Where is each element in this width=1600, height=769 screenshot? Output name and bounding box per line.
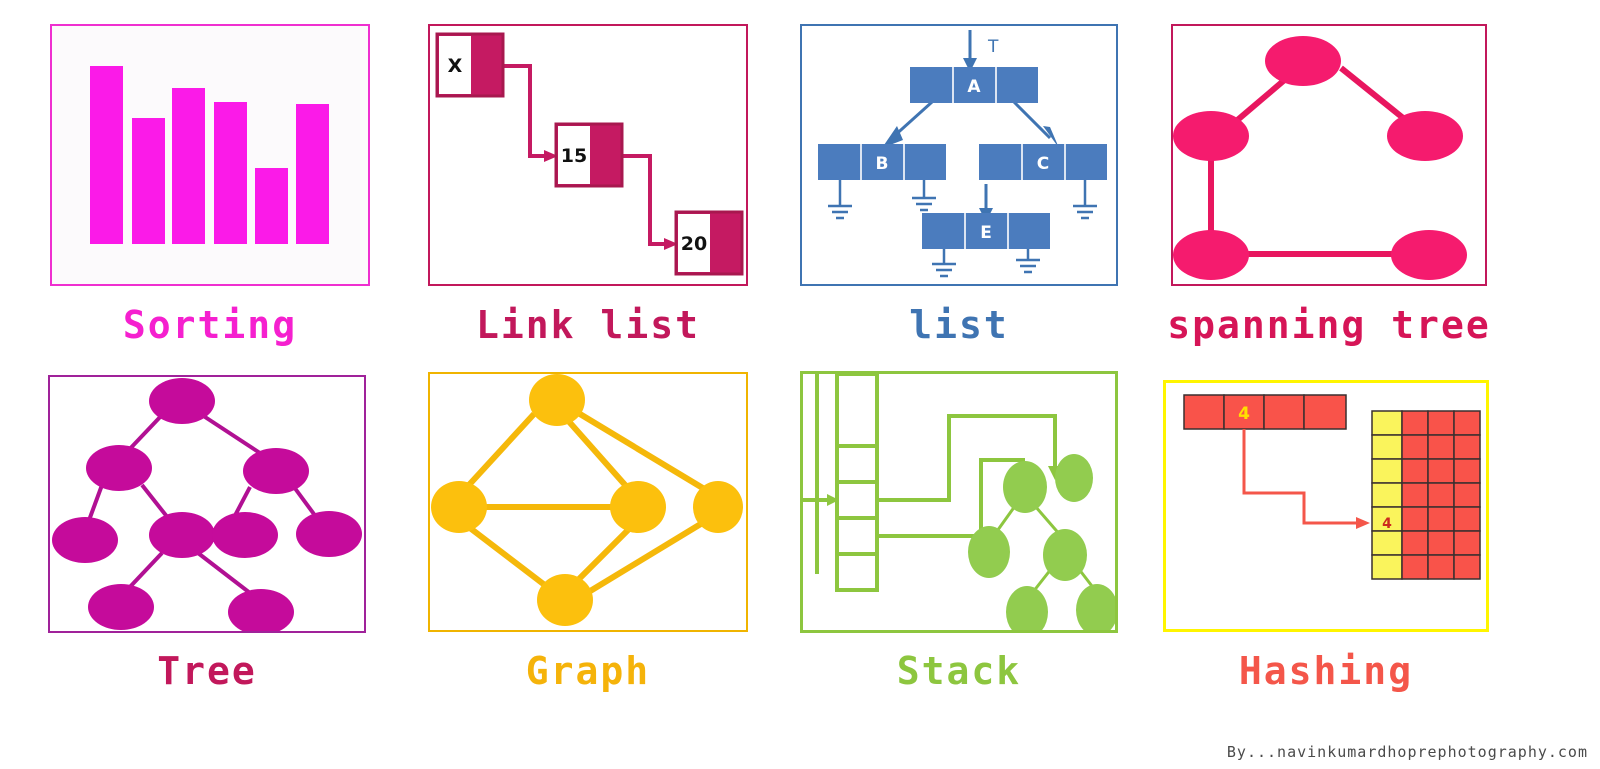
panel-sorting[interactable]: Sorting bbox=[0, 0, 400, 360]
tree-diagram bbox=[52, 378, 362, 631]
linklist-frame: X 15 20 bbox=[428, 24, 748, 286]
sorting-frame bbox=[50, 24, 370, 286]
graph-diagram bbox=[431, 374, 743, 626]
hashing-key-value: 4 bbox=[1238, 404, 1250, 424]
hashing-slot-value: 4 bbox=[1382, 516, 1392, 532]
list-pointer-label: T bbox=[987, 37, 999, 57]
caption-list: list bbox=[909, 303, 1009, 347]
linklist-node-3: 20 bbox=[674, 210, 744, 276]
caption-stack: Stack bbox=[896, 649, 1022, 693]
hashing-diagram: 4 bbox=[1183, 394, 1481, 580]
svg-text:X: X bbox=[448, 55, 463, 77]
graph-nodes bbox=[431, 374, 743, 626]
hashing-frame: 4 bbox=[1163, 380, 1489, 632]
list-node-e: E bbox=[922, 213, 1050, 278]
svg-text:15: 15 bbox=[561, 145, 587, 167]
tree-nodes bbox=[52, 378, 362, 631]
linklist-node-1: X bbox=[435, 32, 505, 98]
list-tree-diagram: T A bbox=[818, 30, 1107, 278]
caption-graph: Graph bbox=[525, 649, 651, 693]
graph-frame bbox=[428, 372, 748, 632]
spanningtree-graph bbox=[1173, 36, 1467, 280]
spanningtree-nodes bbox=[1173, 36, 1467, 280]
list-node-a: A bbox=[910, 67, 1038, 103]
panel-stack[interactable]: Stack bbox=[0, 0, 1140, 769]
panel-list[interactable]: T A bbox=[0, 0, 1140, 360]
caption-hashing: Hashing bbox=[1238, 649, 1414, 693]
hashing-table bbox=[1371, 410, 1481, 580]
spanningtree-frame bbox=[1171, 24, 1487, 286]
caption-spanningtree: spanning tree bbox=[1167, 303, 1491, 347]
watermark-credit: By...navinkumardhoprephotography.com bbox=[1226, 743, 1588, 761]
stack-diagram bbox=[803, 374, 1115, 630]
tree-frame bbox=[48, 375, 366, 633]
svg-text:20: 20 bbox=[681, 233, 707, 255]
panel-tree[interactable]: Tree bbox=[0, 0, 400, 769]
sorting-bar-chart bbox=[90, 66, 329, 244]
svg-text:B: B bbox=[876, 154, 889, 174]
panel-graph[interactable]: Graph bbox=[0, 0, 800, 769]
stack-tree-nodes bbox=[968, 454, 1115, 630]
panel-linklist[interactable]: X 15 20 Link list bbox=[0, 0, 800, 360]
caption-linklist: Link list bbox=[476, 303, 700, 347]
stack-frame bbox=[800, 371, 1118, 633]
linklist-diagram: X 15 20 bbox=[435, 32, 744, 276]
hashing-top-row: 4 bbox=[1183, 394, 1347, 430]
list-node-b: B bbox=[818, 144, 946, 220]
panel-spanningtree[interactable]: spanning tree bbox=[0, 0, 1600, 360]
linklist-node-2: 15 bbox=[554, 122, 624, 188]
list-frame: T A bbox=[800, 24, 1118, 286]
caption-sorting: Sorting bbox=[122, 303, 298, 347]
list-node-c: C bbox=[979, 144, 1107, 220]
svg-text:E: E bbox=[980, 223, 992, 243]
svg-text:C: C bbox=[1037, 154, 1049, 174]
svg-text:A: A bbox=[967, 77, 981, 97]
caption-tree: Tree bbox=[157, 649, 257, 693]
